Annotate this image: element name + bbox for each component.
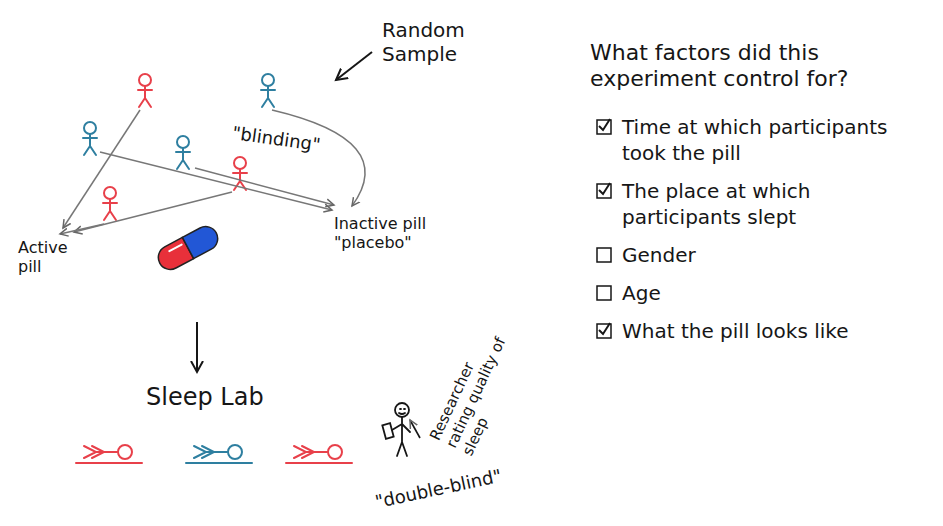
checked-box bbox=[596, 182, 612, 200]
checked-box bbox=[596, 118, 612, 136]
checked-box bbox=[596, 322, 612, 340]
pointer-arrow bbox=[410, 420, 420, 438]
pill-capsule bbox=[154, 222, 222, 273]
checklist-text: Age bbox=[622, 280, 661, 306]
checklist-item: What the pill looks like bbox=[596, 318, 932, 344]
checklist-text: What the pill looks like bbox=[622, 318, 848, 344]
checklist-text: Time at which participants took the pill bbox=[622, 114, 932, 166]
checklist-item: Time at which participants took the pill bbox=[596, 114, 932, 166]
sleeping-figure bbox=[286, 445, 352, 463]
annotation: "double-blind" bbox=[373, 465, 503, 513]
flow-arrow bbox=[196, 322, 198, 372]
group-label: Active pill bbox=[18, 238, 82, 276]
checklist-item: The place at which participants slept bbox=[596, 178, 932, 230]
annotation: Researcher rating quality of sleep bbox=[426, 318, 530, 459]
participant-figure bbox=[261, 74, 275, 107]
participant-figure bbox=[138, 74, 152, 107]
checklist: Time at which participants took the pill… bbox=[596, 114, 932, 344]
question-title: What factors did this experiment control… bbox=[590, 40, 925, 93]
empty-box bbox=[596, 284, 612, 302]
stage-label: Sleep Lab bbox=[146, 383, 264, 412]
checklist-item: Age bbox=[596, 280, 932, 306]
researcher-figure bbox=[382, 403, 410, 456]
annotation: Random Sample bbox=[382, 18, 482, 66]
checklist-item: Gender bbox=[596, 242, 932, 268]
checklist-text: Gender bbox=[622, 242, 696, 268]
group-label: Inactive pill "placebo" bbox=[334, 214, 432, 252]
assignment-arrows bbox=[60, 110, 365, 234]
annotation: "blinding" bbox=[231, 122, 322, 156]
checklist-text: The place at which participants slept bbox=[622, 178, 932, 230]
pointer-arrow bbox=[336, 52, 372, 80]
sleeping-figure bbox=[76, 445, 142, 463]
participant-figure bbox=[103, 187, 117, 220]
empty-box bbox=[596, 246, 612, 264]
participant-figure bbox=[83, 122, 97, 155]
participant-figure bbox=[176, 136, 190, 169]
sleeping-figure bbox=[186, 445, 252, 463]
